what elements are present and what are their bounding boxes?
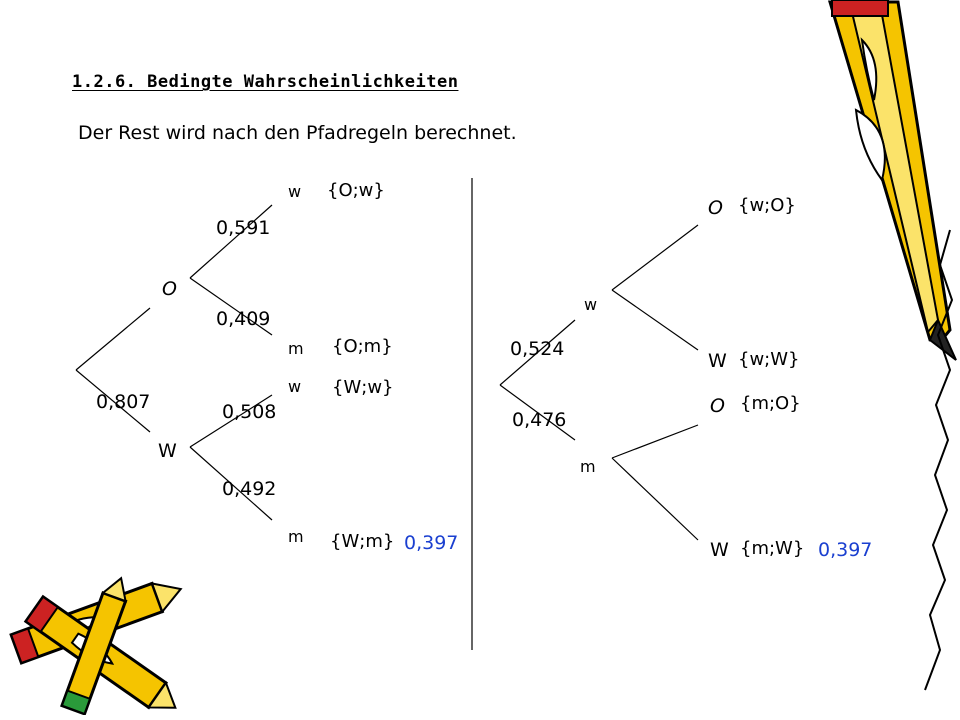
node-m-right: m: [580, 457, 596, 476]
pencil-clipart-right: [827, 0, 957, 691]
edge-o-w: [189, 204, 273, 279]
event-w-w: {W;w}: [332, 377, 394, 398]
edge-root-w-right: [499, 319, 576, 386]
edge-m-w-right: [611, 457, 699, 541]
edge-w-w-right: [611, 289, 699, 351]
prob-o-w: 0,591: [216, 217, 271, 239]
pencils-clipart-left: [9, 576, 183, 715]
node-w-right: w: [584, 295, 598, 314]
event-o-w: {O;w}: [327, 180, 385, 201]
edge-root-o: [75, 307, 151, 371]
prob-o-m: 0,409: [216, 308, 271, 330]
edge-root-m-right: [499, 384, 576, 441]
node-m-o-right: O: [710, 395, 725, 417]
node-w-w: w: [288, 377, 302, 396]
node-w-w-right: W: [708, 350, 727, 372]
edge-w-m: [189, 446, 273, 521]
node-w-m: m: [288, 527, 304, 546]
event-o-m: {O;m}: [332, 336, 393, 357]
edge-w-w: [189, 394, 273, 448]
prob-w-right: 0,524: [510, 338, 565, 360]
subtitle: Der Rest wird nach den Pfadregeln berech…: [78, 122, 517, 144]
event-w-w-right: {w;W}: [738, 349, 800, 370]
node-o: O: [162, 278, 177, 300]
edge-m-o-right: [611, 424, 699, 459]
prob-w-w: 0,508: [222, 401, 277, 423]
node-o-m: m: [288, 339, 304, 358]
event-m-o: {m;O}: [740, 393, 801, 414]
edge-root-w: [75, 369, 151, 433]
edge-o-m: [189, 277, 273, 336]
result-left: 0,397: [404, 532, 459, 554]
event-w-o: {w;O}: [738, 195, 796, 216]
result-right: 0,397: [818, 539, 873, 561]
event-w-m: {W;m}: [330, 531, 395, 552]
prob-w-m: 0,492: [222, 478, 277, 500]
node-m-w-right: W: [710, 539, 729, 561]
event-m-w: {m;W}: [740, 538, 805, 559]
prob-m-right: 0,476: [512, 409, 567, 431]
node-w: W: [158, 440, 177, 462]
prob-w: 0,807: [96, 391, 151, 413]
node-w-o-right: O: [708, 197, 723, 219]
page-title: 1.2.6. Bedingte Wahrscheinlichkeiten: [72, 72, 459, 92]
node-o-w: w: [288, 182, 302, 201]
edge-w-o-right: [611, 224, 699, 291]
